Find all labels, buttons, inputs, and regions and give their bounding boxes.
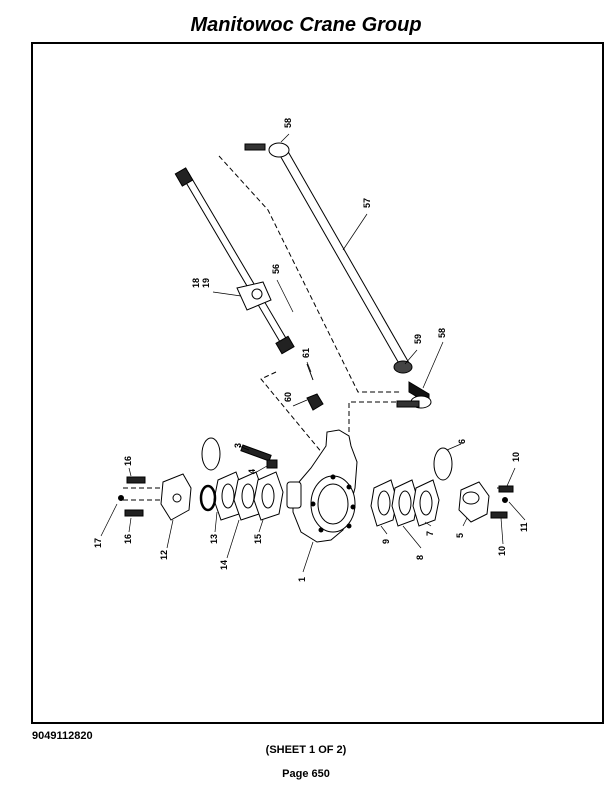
- page-header-title: Manitowoc Crane Group: [190, 14, 422, 36]
- sheet-indicator: (SHEET 1 OF 2): [265, 744, 347, 756]
- steering-knuckle: [286, 429, 358, 543]
- exploded-parts-diagram: 58 57 56 18 19 59 58 61 60 3 4 6 10 16 1…: [93, 118, 529, 582]
- callout-11: 11: [519, 522, 529, 532]
- left-shim-stack: [199, 471, 284, 521]
- callout-10-lower: 10: [497, 546, 507, 556]
- callout-57: 57: [362, 198, 372, 208]
- document-number: 9049112820: [32, 730, 93, 742]
- callout-19: 19: [201, 278, 211, 288]
- right-bearing-cap: [458, 481, 514, 523]
- callout-14: 14: [219, 560, 229, 570]
- assembly-leader-lines: [123, 155, 511, 501]
- callout-18: 18: [191, 278, 201, 288]
- callout-15: 15: [253, 534, 263, 544]
- callout-58-lower: 58: [437, 328, 447, 338]
- callout-9: 9: [381, 539, 391, 544]
- callout-59: 59: [413, 334, 423, 344]
- tie-rod-end-stud-upper: [244, 143, 266, 151]
- callout-leaders: [100, 133, 526, 573]
- callout-10-upper: 10: [511, 452, 521, 462]
- axle-shaft: [174, 167, 295, 355]
- tie-rod-assembly: [244, 142, 432, 409]
- callout-61: 61: [301, 348, 311, 358]
- callouts: 58 57 56 18 19 59 58 61 60 3 4 6 10 16 1…: [93, 118, 529, 582]
- grease-fitting-assembly: [306, 363, 324, 411]
- thrust-washer-left: [201, 437, 221, 471]
- callout-1: 1: [297, 577, 307, 582]
- callout-8: 8: [415, 555, 425, 560]
- callout-16-upper: 16: [123, 456, 133, 466]
- callout-60: 60: [283, 392, 293, 402]
- left-bearing-cap: [118, 473, 192, 521]
- callout-17: 17: [93, 538, 103, 548]
- callout-7: 7: [425, 531, 435, 536]
- tie-rod-end-stud-lower: [396, 400, 420, 408]
- callout-6: 6: [457, 439, 467, 444]
- thrust-washer-right: [433, 447, 453, 481]
- diagram-frame: [31, 42, 604, 724]
- callout-4: 4: [247, 469, 257, 474]
- callout-12: 12: [159, 550, 169, 560]
- callout-16-lower: 16: [123, 534, 133, 544]
- callout-3: 3: [233, 443, 243, 448]
- callout-58-upper: 58: [283, 118, 293, 128]
- callout-56: 56: [271, 264, 281, 274]
- right-shim-stack: [370, 479, 440, 527]
- callout-5: 5: [455, 533, 465, 538]
- callout-13: 13: [209, 534, 219, 544]
- page-number: Page 650: [282, 768, 330, 780]
- knuckle-bolt: [240, 444, 278, 469]
